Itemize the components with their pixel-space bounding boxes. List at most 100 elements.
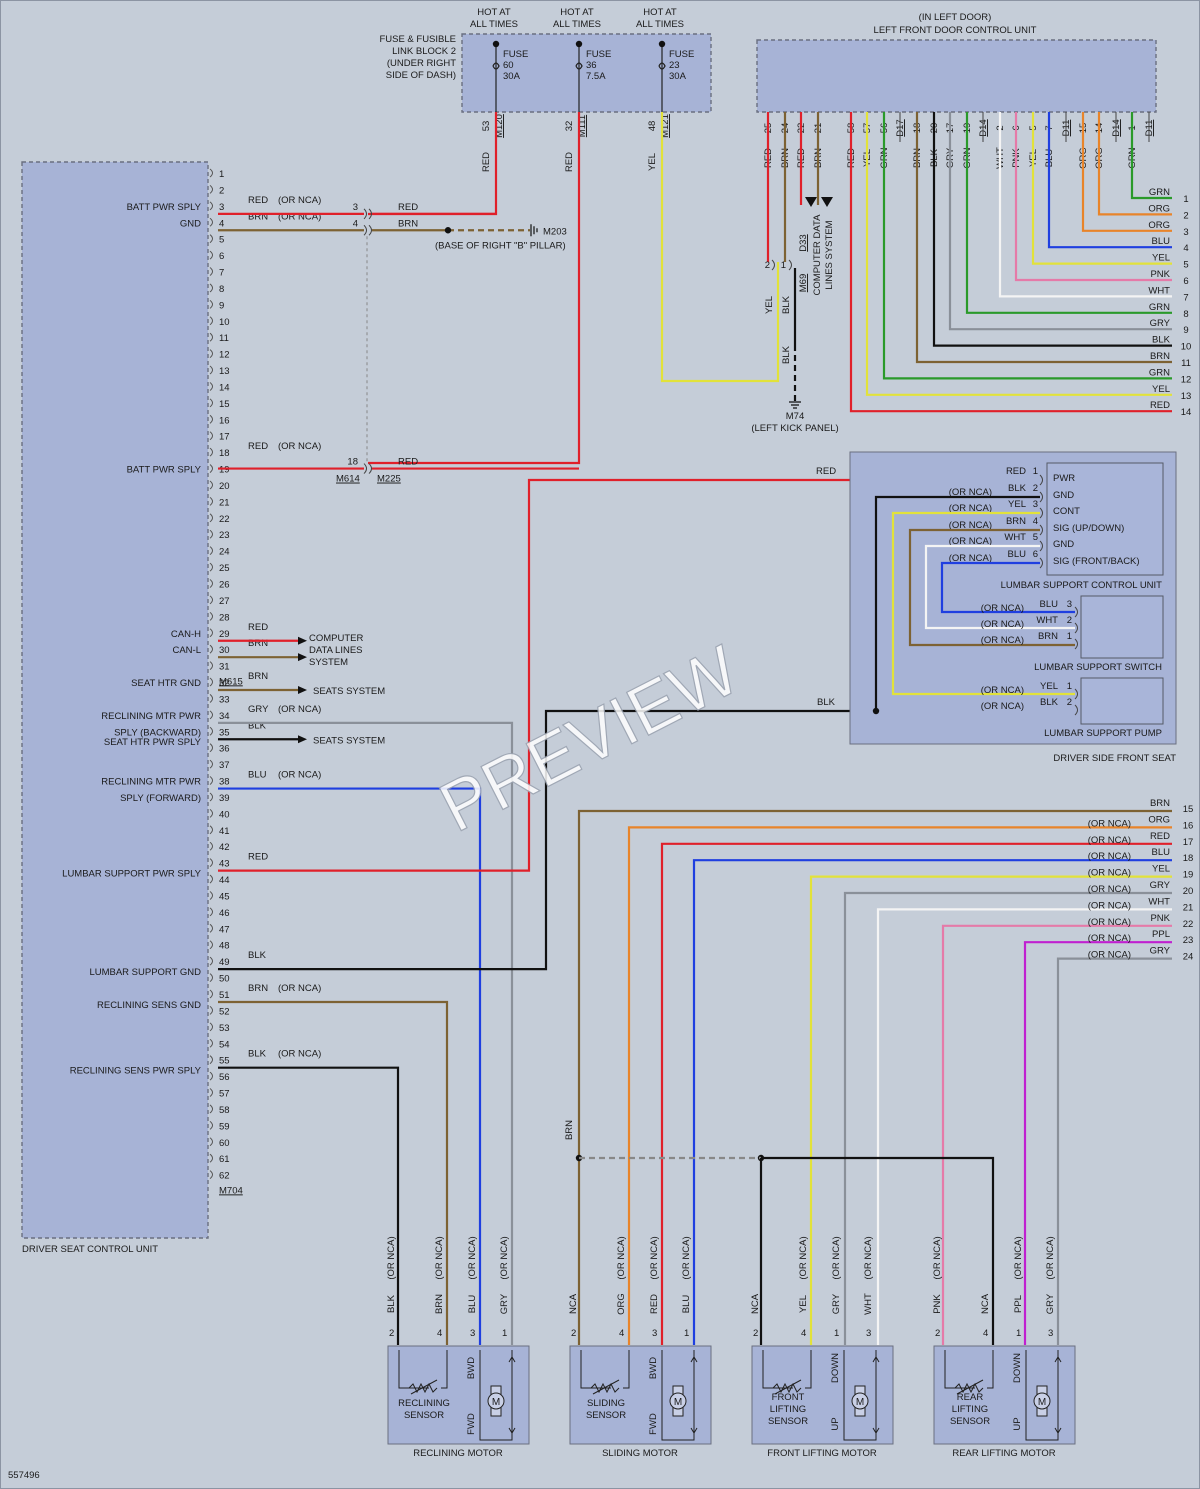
motor-2-pin-0-color: NCA (750, 1293, 761, 1314)
kick-blk-label-a: BLK (781, 295, 792, 314)
dscu-pin-53-jack (209, 1022, 213, 1032)
motor-3-name: REAR LIFTING MOTOR (952, 1448, 1055, 1459)
splice-jack-b-1 (368, 224, 372, 236)
motor-2-sensor-1: LIFTING (770, 1404, 806, 1415)
door-wire-11 (915, 112, 1172, 364)
lumbar-cu-pin-6: 6 (1033, 549, 1038, 560)
kick-m74: M74 (786, 411, 804, 422)
motor-1-pin-1: 4 (619, 1328, 624, 1339)
dscu-pin-26-jack (209, 579, 213, 588)
dscu-pin-19: 19 (219, 465, 230, 476)
dscu-pin-36-jack (209, 743, 213, 753)
dscu-pin-55: 55 (219, 1056, 230, 1067)
lumbar-cu-jack-3 (1039, 507, 1043, 519)
dscu-pin-24: 24 (219, 547, 230, 558)
splice-left-18: 18 (347, 457, 358, 468)
motor-1-box (569, 1345, 712, 1445)
dscu-pin-25: 25 (219, 563, 230, 574)
kick-conn: M69 (798, 274, 809, 292)
splice-jack-a-1 (363, 224, 367, 236)
dscu-pin-61: 61 (219, 1154, 230, 1165)
kick-pin-2: 2 (765, 260, 770, 271)
dscu-pin-26: 26 (219, 580, 230, 591)
right-line-color-24: GRY (1150, 946, 1171, 957)
lumbar-cu-cont-wire (891, 511, 1075, 696)
lumbar-sw-nca-1: (OR NCA) (981, 635, 1024, 646)
right-line-num-18: 18 (1183, 853, 1194, 864)
dscu-pin-25-jack (209, 562, 213, 572)
lumbar-cu-name-1: PWR (1053, 473, 1075, 484)
door-right-color-8: GRY (1150, 318, 1171, 329)
lumbar-red-label: RED (816, 466, 836, 477)
motor-0-resistor-arrow (410, 1379, 438, 1395)
motor-3-loop (1025, 1350, 1059, 1441)
dscu-label-5: SEAT HTR GND (131, 678, 201, 689)
motor-1-sensor-1: SENSOR (586, 1410, 626, 1421)
lumbar-cu-name-3: CONT (1053, 506, 1080, 517)
cdl-label-3: SYSTEM (309, 657, 348, 668)
dscu-pin-13: 13 (219, 366, 230, 377)
lumbar-sw-color-2: WHT (1036, 615, 1058, 626)
door-wire-10 (932, 112, 1172, 347)
lumbar-sw-color-3: BLU (1040, 599, 1059, 610)
motor-1-pin-0: 2 (571, 1328, 576, 1339)
lumbar-sw-pin-1: 1 (1067, 631, 1072, 642)
dscu-pin-27-jack (209, 595, 213, 605)
door-wire-13 (865, 112, 1172, 396)
motor-1-pin-0-color: NCA (568, 1293, 579, 1314)
right-line-16 (627, 826, 1172, 1345)
dscu-pin-15-jack (209, 398, 213, 408)
fuse-block-line-2: LINK BLOCK 2 (392, 46, 456, 57)
hot-label-2b: ALL TIMES (553, 19, 601, 30)
dscu-pin-52: 52 (219, 1006, 230, 1017)
dscu-pin-60-jack (209, 1137, 213, 1147)
dscu-pin-49: 49 (219, 957, 230, 968)
lumbar-pump-color-1: YEL (1040, 681, 1058, 692)
dscu-pin-6-jack (209, 250, 213, 260)
door-right-num-3: 4 (1183, 243, 1188, 254)
lumbar-cu-color-3: YEL (1008, 499, 1026, 510)
dscu-pin-8-jack (209, 283, 213, 293)
dscu-pin-18-jack (209, 447, 213, 457)
cdl-label-2: DATA LINES (309, 645, 363, 656)
motor-0-pin-2-nca: (OR NCA) (467, 1236, 478, 1279)
dscu-pin-59: 59 (219, 1121, 230, 1132)
dscu-pin-37-jack (209, 759, 213, 769)
door-unit-title-1: (IN LEFT DOOR) (919, 12, 992, 23)
right-line-color-17: RED (1150, 831, 1170, 842)
motor-0-arrow-down (508, 1423, 516, 1434)
dscu-wire-10-color: BLK (248, 950, 267, 961)
dscu-pin-57: 57 (219, 1089, 230, 1100)
fuse-2-pin: 48 (647, 121, 658, 132)
dscu-pin-28-jack (209, 611, 213, 621)
lumbar-cu-sig2-wire (940, 561, 1075, 614)
dscu-wire-9-color: RED (248, 852, 268, 863)
right-line-15 (577, 809, 1172, 1345)
right-line-color-18: BLU (1152, 847, 1171, 858)
lumbar-cu-color-6: BLU (1008, 549, 1027, 560)
motor-2-sensor-wire-b (805, 1350, 812, 1389)
dscu-pin-61-jack (209, 1153, 213, 1163)
motor-1-pin-2: 3 (652, 1328, 657, 1339)
dscu-label-8: SEAT HTR PWR SPLY (104, 737, 202, 748)
motor-1-loop (661, 1350, 695, 1441)
cdl-label-1: COMPUTER (309, 633, 364, 644)
dscu-conn-0: M615 (219, 676, 243, 687)
lumbar-cu-jack-4 (1039, 524, 1043, 536)
dscu-pin-41: 41 (219, 826, 230, 837)
lumbar-cu-title: LUMBAR SUPPORT CONTROL UNIT (1001, 580, 1163, 591)
lumbar-cu-name-6: SIG (FRONT/BACK) (1053, 556, 1140, 567)
motor-2-sensor-2: SENSOR (768, 1416, 808, 1427)
driver-side-front-seat-label: DRIVER SIDE FRONT SEAT (1053, 753, 1176, 764)
right-line-num-24: 24 (1183, 952, 1194, 963)
motor-3-pin-2-color: PPL (1013, 1295, 1024, 1313)
lumbar-cu-gnd-wire (874, 495, 1040, 711)
lumbar-blk-label: BLK (817, 697, 836, 708)
seats-system-1: SEATS SYSTEM (313, 686, 385, 697)
dscu-label-11: LUMBAR SUPPORT PWR SPLY (62, 868, 202, 879)
dscu-pin-43-jack (209, 858, 213, 868)
motor-1-pin-2-color: RED (649, 1294, 660, 1314)
motor-1-arrow-up (690, 1356, 698, 1367)
lumbar-cu-jack-1 (1039, 474, 1043, 486)
splice-right-brn: BRN (398, 218, 418, 229)
